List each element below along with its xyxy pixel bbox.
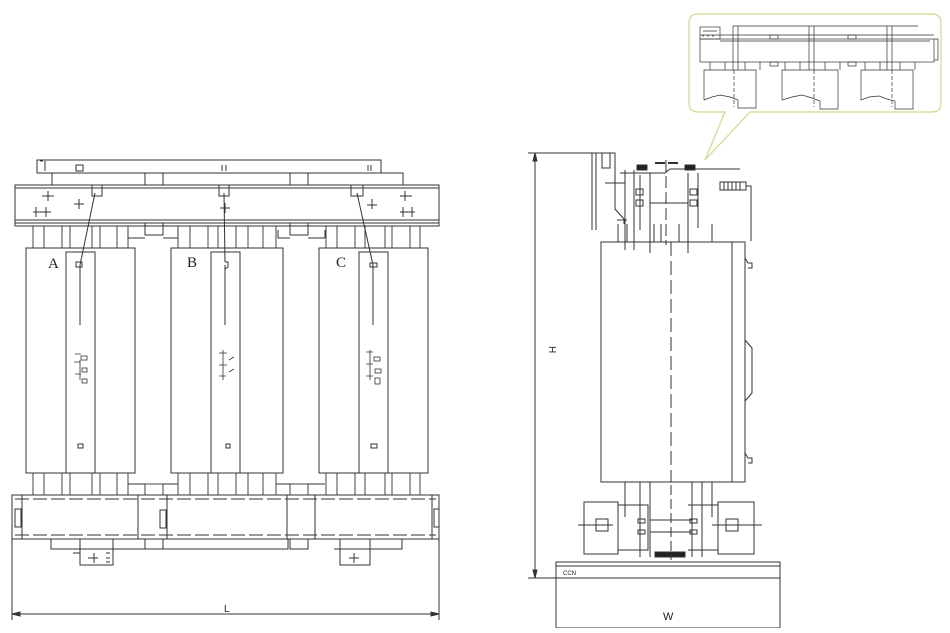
coil-a [25, 192, 136, 474]
mounting-feet [73, 538, 376, 566]
side-base: CCN W [555, 561, 781, 629]
front-view: A B C [11, 159, 440, 620]
upper-spacers [32, 226, 421, 248]
length-label: L [224, 604, 230, 615]
dimension-height: H [528, 152, 600, 579]
coil-b [170, 192, 284, 474]
height-label: H [546, 346, 557, 353]
detail-callout [688, 13, 942, 161]
width-label: W [663, 611, 674, 623]
side-lower-assembly [578, 482, 762, 560]
top-busbar [36, 159, 404, 186]
callout-busbar-view [699, 25, 939, 110]
lower-clamp [11, 494, 440, 550]
lower-spacers [32, 473, 421, 496]
phase-label-c: C [336, 255, 346, 271]
side-view: CCN W H [528, 152, 781, 629]
phase-label-a: A [48, 256, 59, 272]
phase-label-b: B [187, 255, 197, 271]
upper-clamp [14, 184, 440, 239]
dimension-length: L [11, 539, 440, 620]
side-top-assembly [591, 152, 752, 253]
side-coil-body [600, 241, 753, 483]
base-mark: CCN [563, 571, 576, 577]
coil-c [318, 192, 429, 474]
